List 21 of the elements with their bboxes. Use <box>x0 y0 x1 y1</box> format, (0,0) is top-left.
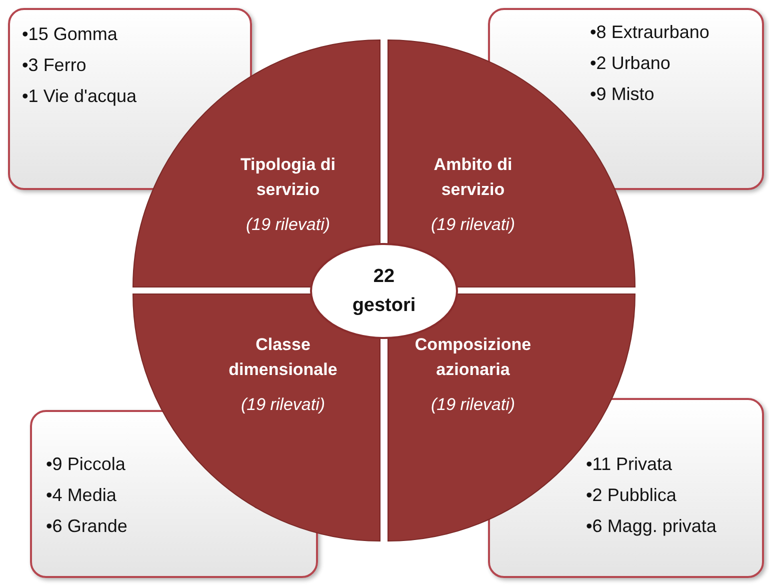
list-item: •9 Piccola <box>46 454 126 475</box>
segment-note: (19 rilevati) <box>240 394 326 416</box>
list-item: •9 Misto <box>590 84 654 105</box>
center-label: 22 gestori <box>351 265 417 318</box>
list-item: •1 Vie d'acqua <box>22 86 136 107</box>
list-item: •15 Gomma <box>22 24 118 45</box>
list-item: •3 Ferro <box>22 55 86 76</box>
list-item: •11 Privata <box>586 454 672 475</box>
list-item: •4 Media <box>46 485 116 506</box>
segment-title: Ambito di servizio <box>432 154 514 201</box>
segment-title: Classe dimensionale <box>228 334 338 381</box>
segment-note: (19 rilevati) <box>244 214 332 236</box>
segment-title: Composizione azionaria <box>414 334 532 381</box>
list-item: •6 Grande <box>46 516 128 537</box>
list-item: •2 Pubblica <box>586 485 676 506</box>
segment-note: (19 rilevati) <box>430 214 516 236</box>
segment-title: Tipologia di servizio <box>239 154 337 201</box>
list-item: •6 Magg. privata <box>586 516 716 537</box>
segment-note: (19 rilevati) <box>430 394 516 416</box>
list-item: •2 Urbano <box>590 53 670 74</box>
list-item: •8 Extraurbano <box>590 22 710 43</box>
